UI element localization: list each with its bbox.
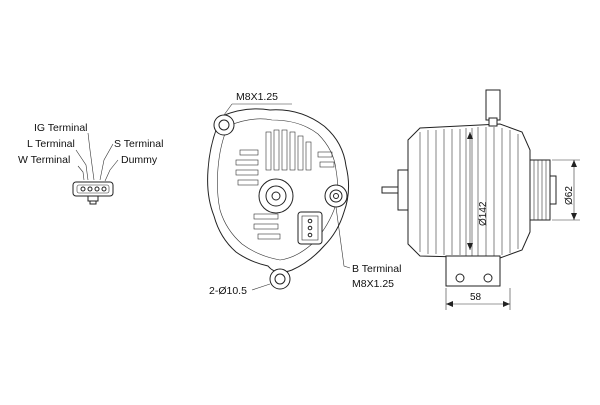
front-hub: [258, 178, 294, 214]
b-terminal-stud: [324, 184, 348, 208]
top-tab: [485, 89, 501, 121]
b-terminal-thread-label: M8X1.25: [352, 278, 394, 290]
mount-holes-label: 2-Ø10.5: [209, 285, 247, 297]
ig-terminal-label: IG Terminal: [34, 122, 88, 134]
side-body-outline: [407, 123, 531, 259]
body-diameter-label: Ø142: [478, 201, 489, 226]
side-cooling-fins: [419, 127, 519, 256]
s-terminal-label: S Terminal: [114, 138, 163, 150]
connector-diagram: IG Terminal L Terminal W Terminal S Term…: [18, 122, 163, 205]
w-terminal-label: W Terminal: [18, 154, 70, 166]
bottom-bracket: [445, 255, 501, 287]
bottom-mount-hole: [251, 268, 291, 291]
connector-leader-lines: [75, 132, 119, 182]
b-terminal-leader: [335, 206, 351, 269]
b-terminal-label: B Terminal: [352, 263, 401, 275]
top-bolt-label: M8X1.25: [236, 91, 278, 103]
regulator-socket: [297, 211, 323, 245]
pulley-diameter-dimension: [552, 159, 580, 221]
connector-plug: [72, 181, 114, 205]
front-housing-outline: [207, 108, 350, 273]
length-dimension: [445, 288, 511, 310]
l-terminal-label: L Terminal: [27, 138, 75, 150]
body-diameter-dimension: [467, 132, 473, 250]
rear-cover: [397, 169, 409, 211]
dummy-label: Dummy: [121, 154, 158, 166]
front-view: M8X1.25 2-Ø10.5 B T: [207, 91, 401, 297]
front-cooling-fins: [235, 129, 335, 240]
top-bolt: [213, 103, 292, 136]
pulley: [529, 159, 557, 221]
side-view: Ø142 Ø62 58: [381, 89, 580, 310]
pulley-diameter-label: Ø62: [564, 186, 575, 205]
length-label: 58: [470, 292, 482, 303]
